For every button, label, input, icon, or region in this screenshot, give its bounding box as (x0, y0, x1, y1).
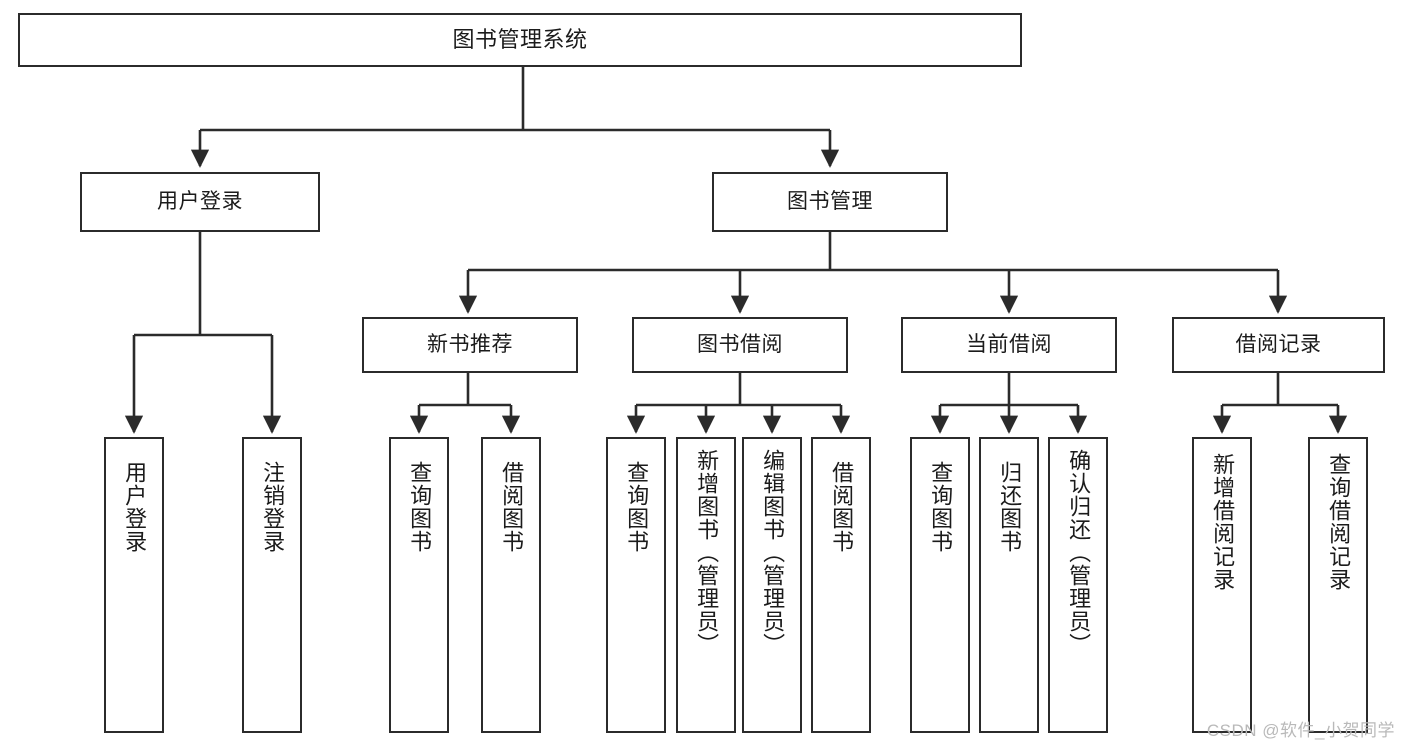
leaf-add-borrow-record[interactable]: 新增借阅记录 (1192, 437, 1252, 733)
csdn-watermark: CSDN @软件_小贺同学 (1206, 721, 1395, 740)
leaf-return-book[interactable]: 归还图书 (979, 437, 1039, 733)
leaf-add-book-admin[interactable]: 新增图书（管理员） (676, 437, 736, 733)
node-label: 归还图书 (997, 461, 1023, 553)
leaf-query-borrow-record[interactable]: 查询借阅记录 (1308, 437, 1368, 733)
node-current-borrow[interactable]: 当前借阅 (901, 317, 1117, 373)
node-label: 借阅图书 (829, 461, 855, 553)
node-label: 图书借阅 (697, 333, 783, 357)
node-label: 查询借阅记录 (1326, 453, 1352, 591)
node-book-borrow[interactable]: 图书借阅 (632, 317, 848, 373)
node-label: 查询图书 (407, 461, 433, 553)
node-user-login[interactable]: 用户登录 (80, 172, 320, 232)
node-label: 图书管理 (787, 190, 873, 214)
leaf-confirm-return-admin[interactable]: 确认归还（管理员） (1048, 437, 1108, 733)
node-book-management[interactable]: 图书管理 (712, 172, 948, 232)
leaf-logout-login[interactable]: 注销登录 (242, 437, 302, 733)
node-label: 当前借阅 (966, 333, 1052, 357)
node-label: 新增借阅记录 (1210, 453, 1236, 591)
node-new-book-recommend[interactable]: 新书推荐 (362, 317, 578, 373)
node-label: 用户登录 (122, 461, 148, 553)
leaf-borrow-book[interactable]: 借阅图书 (811, 437, 871, 733)
leaf-query-book-recommend[interactable]: 查询图书 (389, 437, 449, 733)
leaf-query-book-borrow[interactable]: 查询图书 (606, 437, 666, 733)
node-label: 确认归还（管理员） (1066, 449, 1092, 656)
leaf-query-book-current[interactable]: 查询图书 (910, 437, 970, 733)
node-root-book-management-system[interactable]: 图书管理系统 (18, 13, 1022, 67)
node-label: 图书管理系统 (452, 26, 588, 52)
leaf-borrow-book-recommend[interactable]: 借阅图书 (481, 437, 541, 733)
node-label: 借阅图书 (499, 461, 525, 553)
leaf-user-login[interactable]: 用户登录 (104, 437, 164, 733)
node-label: 查询图书 (624, 461, 650, 553)
node-label: 用户登录 (157, 190, 243, 214)
node-label: 新增图书（管理员） (694, 449, 720, 656)
node-label: 新书推荐 (427, 333, 513, 357)
node-label: 借阅记录 (1235, 333, 1322, 357)
leaf-edit-book-admin[interactable]: 编辑图书（管理员） (742, 437, 802, 733)
node-label: 编辑图书（管理员） (760, 449, 786, 656)
node-label: 查询图书 (928, 461, 954, 553)
node-label: 注销登录 (260, 461, 286, 553)
node-borrow-record[interactable]: 借阅记录 (1172, 317, 1385, 373)
